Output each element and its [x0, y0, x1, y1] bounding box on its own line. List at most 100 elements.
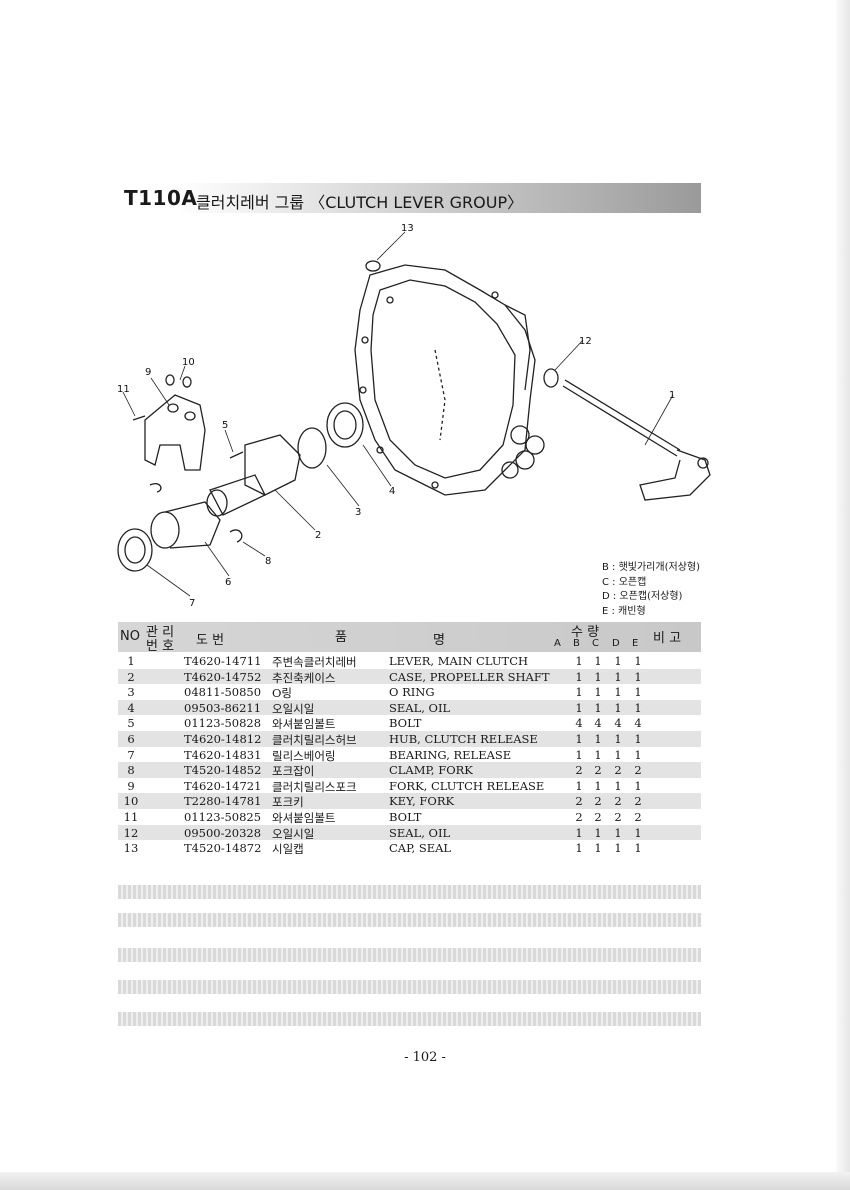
quantity-cell: 1 — [594, 700, 602, 715]
part-number: 09500-20328 — [184, 825, 262, 840]
clutch-housing-drawing — [354, 264, 545, 496]
part-name-korean: 시일캡 — [272, 842, 304, 857]
part-name-korean: 추진축케이스 — [272, 670, 336, 685]
row-number: 10 — [123, 794, 139, 809]
legend-item: D : 오픈캡(저상형) — [602, 591, 683, 602]
part-number: T4620-14752 — [184, 669, 262, 684]
callout-11: 11 — [117, 384, 130, 395]
quantity-cell: 4 — [575, 716, 583, 731]
legend-item: C : 오픈캡 — [602, 576, 647, 588]
part-name-english: BOLT — [389, 809, 422, 824]
release-fork-drawing — [144, 394, 206, 471]
part-name-english: FORK, CLUTCH RELEASE — [389, 778, 545, 793]
header-col-b: B — [573, 638, 580, 649]
part-number: T4620-14812 — [184, 731, 262, 746]
row-number: 11 — [123, 809, 139, 824]
quantity-cell: 2 — [594, 763, 602, 778]
quantity-cell: 4 — [594, 716, 602, 731]
callout-6: 6 — [225, 577, 231, 588]
header-col-c: C — [592, 638, 599, 649]
callout-13: 13 — [401, 223, 414, 234]
callout-2: 2 — [315, 530, 321, 541]
header-note: 비 고 — [653, 631, 682, 646]
callout-8: 8 — [265, 556, 271, 567]
header-ref-bottom: 번 호 — [146, 639, 175, 654]
legend: B : 햇빛가리개(저상형) C : 오픈캡 D : 오픈캡(저상형) E : … — [602, 561, 700, 619]
part-number: T4620-14721 — [184, 778, 262, 793]
scan-band — [118, 948, 701, 962]
quantity-cell: 1 — [575, 825, 583, 840]
row-number: 7 — [127, 747, 135, 762]
section-title: 클러치레버 그룹 〈CLUTCH LEVER GROUP〉 — [196, 193, 524, 212]
part-name-korean: 주변속클러치레버 — [272, 655, 357, 669]
quantity-cell: 1 — [594, 731, 602, 746]
quantity-cell: 4 — [634, 716, 642, 731]
part-name-korean: 클러치릴리스허브 — [272, 732, 357, 747]
quantity-cell: 1 — [575, 685, 583, 700]
quantity-cell: 2 — [634, 809, 642, 824]
header-quantity: 수 량 — [571, 625, 600, 640]
quantity-cell: 2 — [575, 763, 583, 778]
quantity-cell: 1 — [575, 669, 583, 684]
quantity-cell: 1 — [614, 841, 622, 856]
scan-band — [118, 1012, 701, 1026]
row-number: 2 — [127, 669, 135, 684]
part-name-korean: 오일시일 — [272, 826, 315, 841]
part-name-korean: 릴리스베어링 — [272, 748, 336, 763]
propeller-shaft-case-drawing — [206, 434, 301, 517]
part-name-english: HUB, CLUTCH RELEASE — [389, 731, 538, 746]
callout-12: 12 — [579, 336, 592, 347]
quantity-cell: 1 — [634, 747, 642, 762]
quantity-cell: 2 — [594, 794, 602, 809]
callout-7: 7 — [189, 598, 195, 609]
quantity-cell: 1 — [634, 685, 642, 700]
part-number: T4620-14711 — [184, 654, 262, 668]
scan-band — [118, 980, 701, 994]
release-hub-drawing — [150, 501, 221, 549]
quantity-cell: 1 — [614, 685, 622, 700]
legend-item: E : 캐빈형 — [602, 605, 646, 617]
quantity-cell: 1 — [634, 669, 642, 684]
quantity-cell: 1 — [614, 731, 622, 746]
part-name-english: SEAL, OIL — [389, 700, 451, 715]
quantity-cell: 1 — [594, 654, 602, 668]
part-name-english: CLAMP, FORK — [389, 763, 473, 778]
scan-edge — [836, 0, 850, 1190]
part-number: 01123-50825 — [184, 809, 262, 824]
quantity-cell: 1 — [594, 685, 602, 700]
part-name-english: KEY, FORK — [389, 794, 455, 809]
row-number: 5 — [127, 716, 135, 731]
part-number: T4620-14831 — [184, 747, 262, 762]
row-number: 3 — [127, 685, 135, 700]
quantity-cell: 2 — [575, 794, 583, 809]
oil-seal-4-drawing — [326, 402, 364, 448]
part-name-korean: 와셔붙임볼트 — [272, 810, 336, 825]
callout-5: 5 — [222, 420, 228, 431]
quantity-cell: 1 — [614, 825, 622, 840]
callout-10: 10 — [182, 357, 195, 368]
quantity-cell: 1 — [594, 841, 602, 856]
quantity-cell: 1 — [634, 700, 642, 715]
row-number: 8 — [127, 763, 135, 778]
release-bearing-drawing — [117, 528, 153, 572]
scan-band — [118, 913, 701, 927]
clutch-lever-drawing — [562, 379, 711, 501]
callout-4: 4 — [389, 486, 395, 497]
quantity-cell: 1 — [614, 654, 622, 668]
quantity-cell: 1 — [594, 669, 602, 684]
quantity-cell: 1 — [634, 778, 642, 793]
quantity-cell: 1 — [634, 654, 642, 668]
part-number: 04811-50850 — [184, 685, 262, 700]
title-bar — [118, 183, 701, 213]
page-number: - 102 - — [404, 1050, 446, 1065]
part-name-english: LEVER, MAIN CLUTCH — [389, 654, 529, 668]
quantity-cell: 1 — [594, 778, 602, 793]
leader-lines — [122, 231, 674, 597]
part-name-korean: 포크키 — [272, 795, 304, 810]
